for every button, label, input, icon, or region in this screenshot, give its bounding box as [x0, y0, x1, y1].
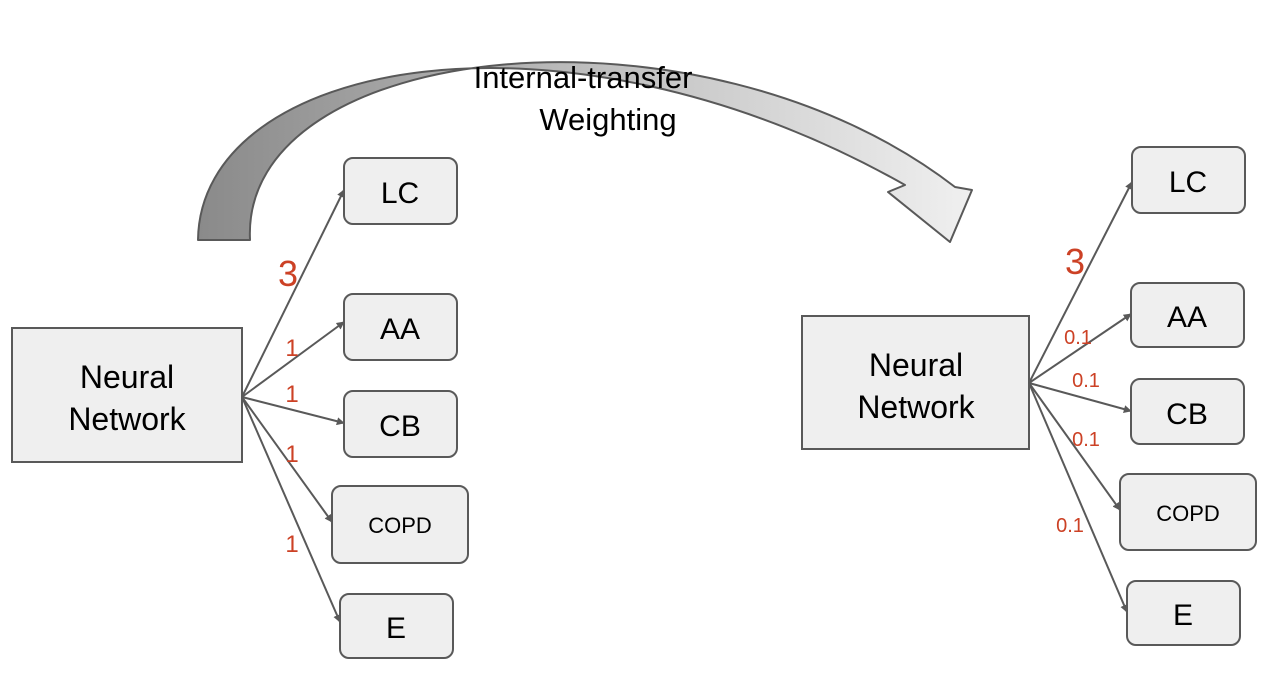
left-output-lc-label: LC — [381, 177, 419, 210]
transfer-title-line-2: Weighting — [539, 102, 676, 137]
right-output-aa-label: AA — [1167, 301, 1207, 334]
left-network-box — [11, 327, 243, 463]
right-output-copd: COPD — [1119, 473, 1257, 551]
left-weight-e: 1 — [285, 531, 298, 558]
left-edge-lc — [241, 189, 345, 398]
right-edge-cb — [1028, 382, 1132, 413]
right-output-lc: LC — [1131, 146, 1246, 214]
right-network-box — [801, 315, 1030, 450]
left-output-lc: LC — [343, 157, 458, 225]
right-output-e: E — [1126, 580, 1241, 646]
left-weight-cb: 1 — [285, 381, 298, 408]
left-edge-aa — [241, 321, 345, 398]
right-weight-copd: 0.1 — [1072, 429, 1100, 451]
right-network-label-line-2: Network — [857, 389, 975, 425]
left-edge-copd — [241, 396, 333, 523]
right-network-label-line-1: Neural — [869, 347, 963, 383]
right-output-e-label: E — [1173, 599, 1193, 632]
left-output-e-label: E — [386, 612, 406, 645]
left-network-label-line-1: Neural — [80, 359, 174, 395]
right-edge-lc — [1028, 181, 1133, 384]
left-output-aa-label: AA — [380, 313, 420, 346]
left-output-copd: COPD — [331, 485, 469, 564]
left-network-label-line-2: Network — [68, 401, 186, 437]
right-weight-cb: 0.1 — [1072, 370, 1100, 392]
right-output-cb-label: CB — [1166, 398, 1208, 431]
left-output-aa: AA — [343, 293, 458, 361]
right-edge-e — [1028, 382, 1128, 613]
left-output-cb-label: CB — [379, 410, 421, 443]
right-edge-copd — [1028, 382, 1121, 511]
right-edge-aa — [1028, 313, 1132, 384]
transfer-title-line-1: Internal-transfer — [474, 60, 693, 95]
transfer-arrow — [197, 61, 973, 243]
right-network: Neural Network — [801, 315, 1030, 450]
left-weight-lc: 3 — [278, 253, 298, 294]
right-weight-lc: 3 — [1065, 241, 1085, 282]
left-weight-aa: 1 — [285, 335, 298, 362]
right-output-cb: CB — [1130, 378, 1245, 445]
right-weight-e: 0.1 — [1056, 515, 1084, 537]
left-weight-copd: 1 — [285, 441, 298, 468]
left-output-cb: CB — [343, 390, 458, 458]
left-edge-cb — [241, 396, 345, 426]
right-output-lc-label: LC — [1169, 166, 1207, 199]
right-weight-aa: 0.1 — [1064, 327, 1092, 349]
right-output-copd-label: COPD — [1156, 501, 1220, 526]
left-network: Neural Network — [11, 327, 243, 463]
left-edge-e — [241, 396, 341, 623]
right-output-aa: AA — [1130, 282, 1245, 348]
left-output-copd-label: COPD — [368, 513, 432, 538]
left-output-e: E — [339, 593, 454, 659]
